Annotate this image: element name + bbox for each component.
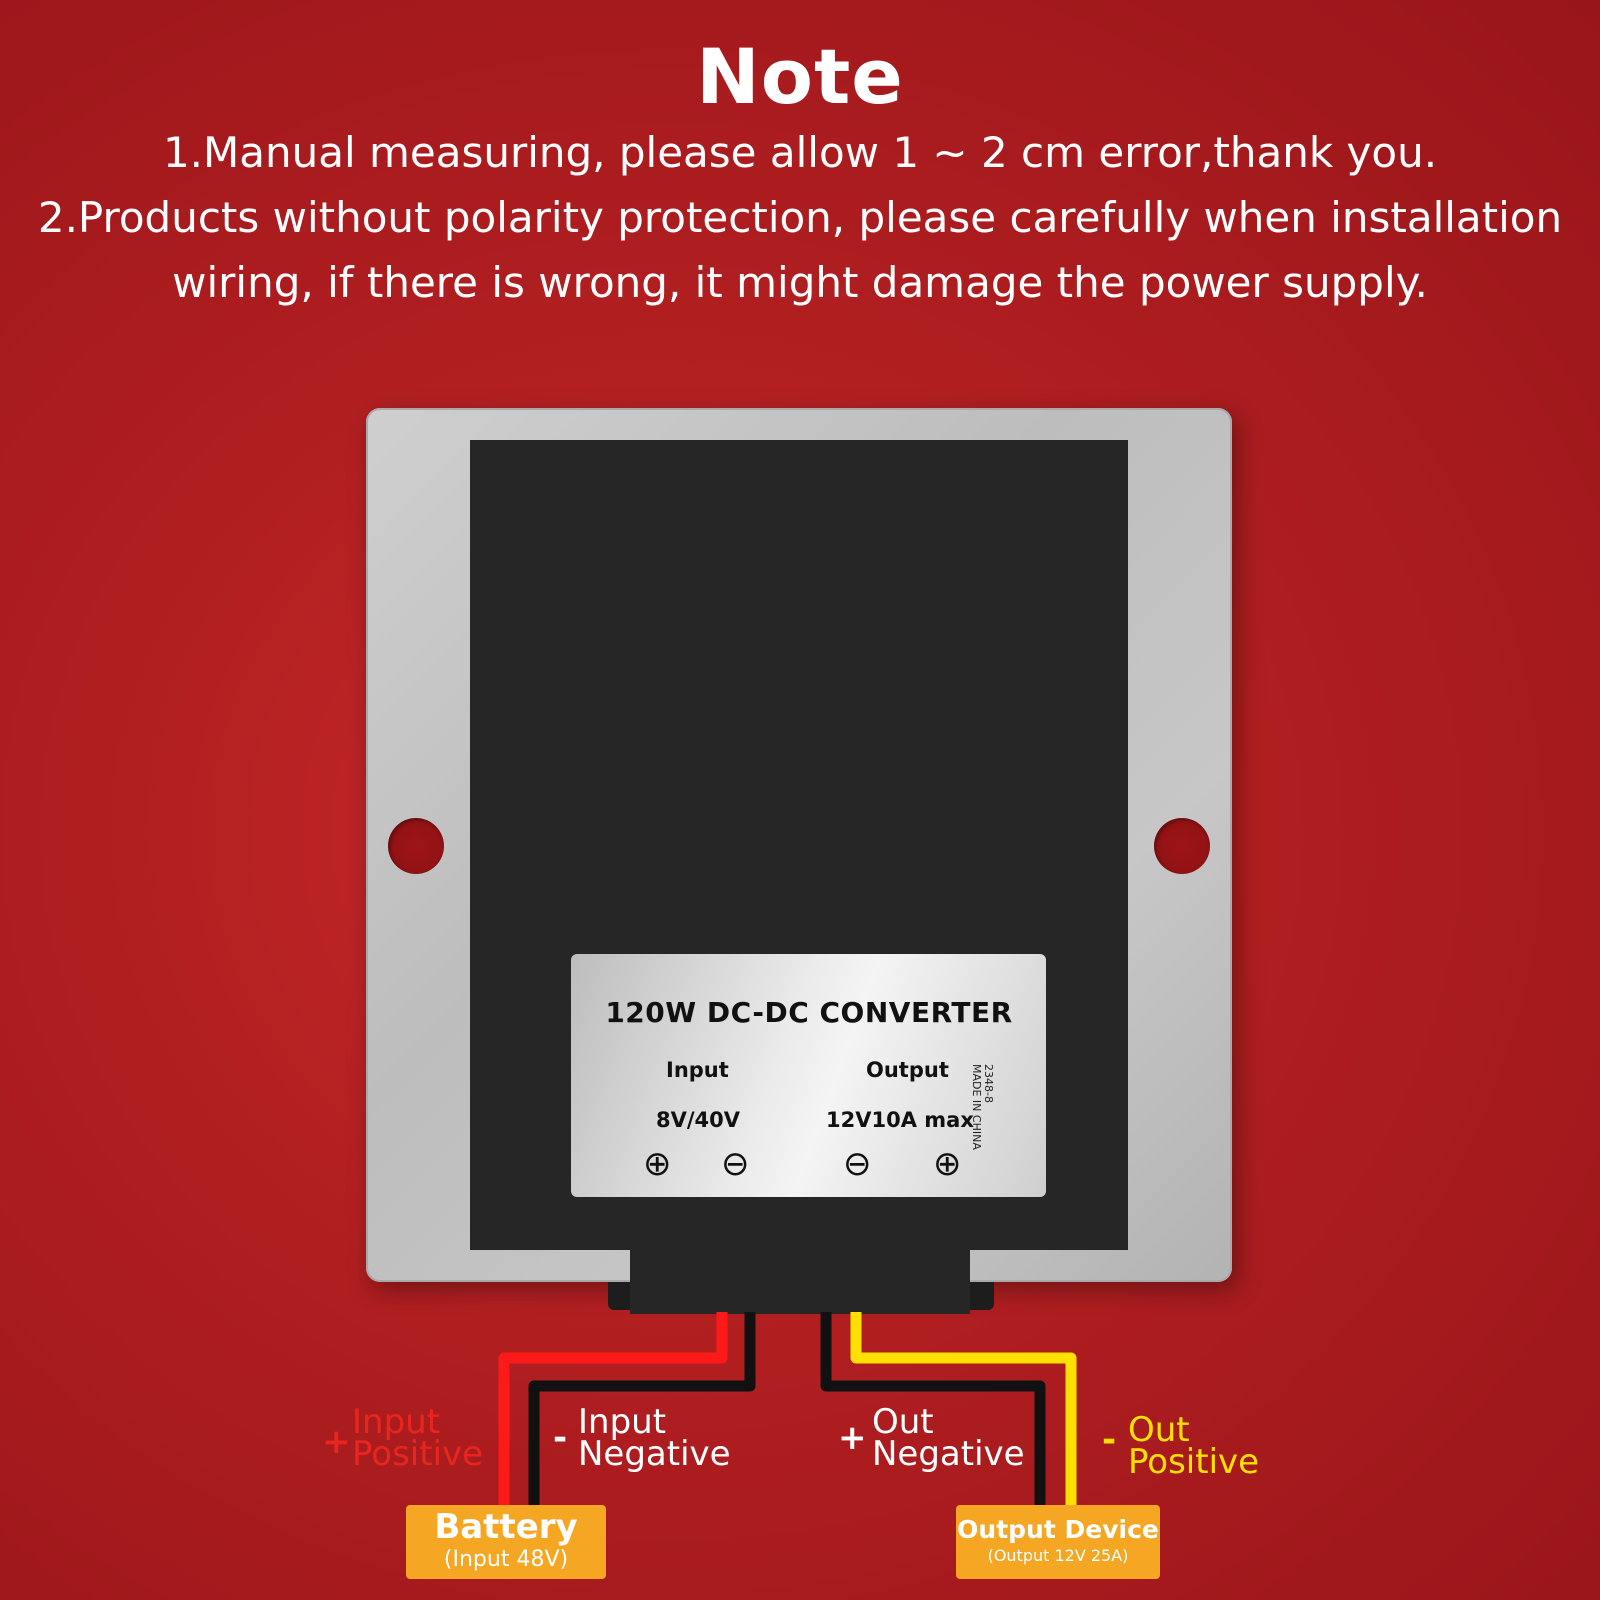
note-line-1: 1.Manual measuring, please allow 1 ~ 2 c… bbox=[162, 128, 1438, 177]
out-negative-sign: + bbox=[838, 1418, 867, 1458]
wire-out-positive bbox=[850, 1312, 1077, 1510]
out-positive-line2: Positive bbox=[1128, 1442, 1260, 1482]
out-positive-sign: - bbox=[1102, 1420, 1117, 1460]
wire-input-positive bbox=[498, 1312, 728, 1510]
label-output-heading: Output bbox=[866, 1058, 949, 1082]
input-negative-line2: Negative bbox=[578, 1434, 731, 1474]
output-minus-symbol: ⊖ bbox=[843, 1144, 872, 1184]
cable-outlet bbox=[630, 1250, 970, 1314]
input-positive-label: Input Positive bbox=[352, 1402, 484, 1474]
mounting-hole-left bbox=[388, 818, 444, 874]
label-input-value: 8V/40V bbox=[656, 1108, 741, 1132]
input-plus-symbol: ⊕ bbox=[643, 1144, 672, 1184]
label-title: 120W DC-DC CONVERTER bbox=[605, 996, 1013, 1029]
note-title: Note bbox=[696, 32, 904, 121]
battery-box: Battery (Input 48V) bbox=[406, 1505, 606, 1579]
out-positive-line1: Out bbox=[1128, 1410, 1190, 1450]
output-plus-symbol: ⊕ bbox=[933, 1144, 962, 1184]
label-output-value: 12V10A max bbox=[826, 1108, 974, 1132]
note-line-3: wiring, if there is wrong, it might dama… bbox=[172, 258, 1428, 307]
input-positive-line1: Input bbox=[352, 1402, 441, 1442]
battery-detail: (Input 48V) bbox=[443, 1547, 569, 1572]
out-negative-line2: Negative bbox=[872, 1434, 1025, 1474]
output-device-detail: (Output 12V 25A) bbox=[987, 1546, 1129, 1565]
input-negative-line1: Input bbox=[578, 1402, 667, 1442]
input-positive-sign: + bbox=[322, 1422, 351, 1462]
input-negative-label: Input Negative bbox=[578, 1402, 731, 1474]
output-device-name: Output Device bbox=[957, 1515, 1159, 1544]
input-negative-sign: - bbox=[553, 1418, 568, 1458]
product-label: 120W DC-DC CONVERTER Input Output 8V/40V… bbox=[571, 954, 1046, 1197]
wire-out-negative bbox=[820, 1312, 1046, 1510]
out-negative-line1: Out bbox=[872, 1402, 934, 1442]
out-positive-label: Out Positive bbox=[1128, 1410, 1260, 1482]
mounting-hole-right bbox=[1154, 818, 1210, 874]
input-positive-line2: Positive bbox=[352, 1434, 484, 1474]
output-device-box: Output Device (Output 12V 25A) bbox=[956, 1505, 1160, 1579]
battery-name: Battery bbox=[434, 1507, 578, 1547]
note-line-2: 2.Products without polarity protection, … bbox=[37, 193, 1563, 242]
input-minus-symbol: ⊖ bbox=[721, 1144, 750, 1184]
out-negative-label: Out Negative bbox=[872, 1402, 1025, 1474]
wire-input-negative bbox=[528, 1312, 756, 1510]
label-input-heading: Input bbox=[666, 1058, 729, 1082]
